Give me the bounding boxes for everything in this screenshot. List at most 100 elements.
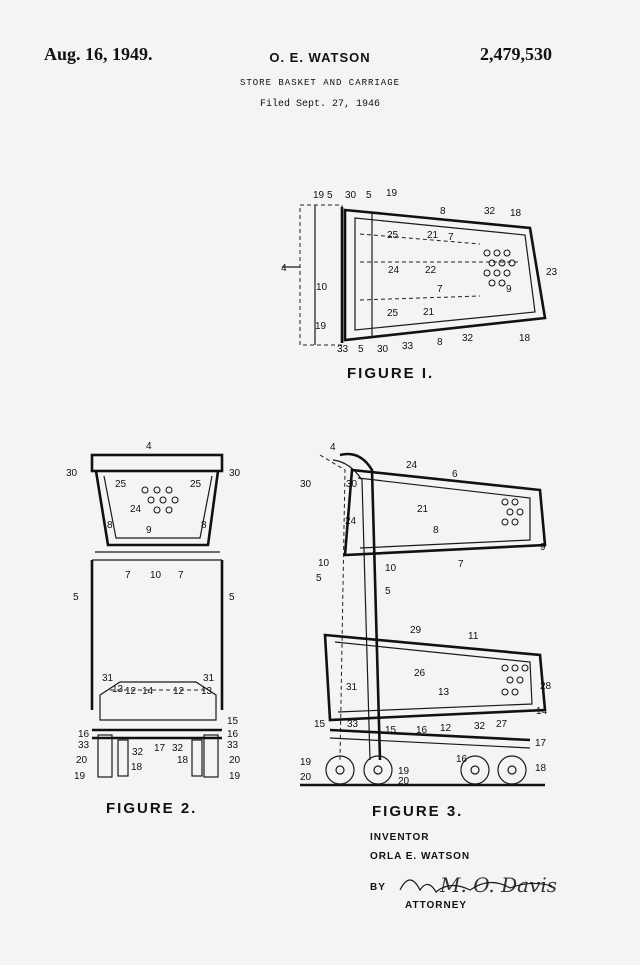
reference-numeral: 19 <box>386 188 398 199</box>
reference-numeral: 31 <box>102 673 114 684</box>
reference-numeral: 8 <box>201 520 207 531</box>
reference-numeral: 30 <box>66 468 78 479</box>
reference-numeral: 18 <box>535 763 547 774</box>
figure-3-caption: FIGURE 3. <box>372 803 464 820</box>
figure-2-caption: FIGURE 2. <box>106 800 198 817</box>
filed-date: Filed Sept. 27, 1946 <box>259 99 381 110</box>
reference-numeral: 14 <box>536 706 548 717</box>
attorney-label: ATTORNEY <box>405 900 468 911</box>
reference-numeral: 23 <box>546 267 558 278</box>
reference-numeral: 4 <box>330 442 336 453</box>
inventor-label: INVENTOR <box>370 832 430 843</box>
reference-numeral: 21 <box>423 307 435 318</box>
patent-title: STORE BASKET AND CARRIAGE <box>239 78 401 88</box>
reference-numeral: 7 <box>437 284 443 295</box>
reference-numeral: 20 <box>398 776 410 787</box>
reference-numeral: 8 <box>433 525 439 536</box>
patent-number: 2,479,530 <box>480 44 552 64</box>
reference-numeral: 19 <box>315 321 327 332</box>
reference-numeral: 27 <box>496 719 508 730</box>
reference-numeral: 5 <box>73 592 79 603</box>
reference-numeral: 29 <box>410 625 422 636</box>
reference-numeral: 13 <box>438 687 450 698</box>
reference-numeral: 33 <box>347 719 359 730</box>
patent-date: Aug. 16, 1949. <box>44 44 153 64</box>
reference-numeral: 12 <box>125 686 137 697</box>
reference-numeral: 7 <box>125 570 131 581</box>
reference-numeral: 15 <box>385 725 397 736</box>
reference-numeral: 18 <box>177 755 189 766</box>
figure-2-drawing <box>90 453 224 778</box>
reference-numeral: 32 <box>172 743 184 754</box>
reference-numeral: 31 <box>203 673 215 684</box>
reference-numeral: 13 <box>201 686 213 697</box>
figure-1-caption: FIGURE I. <box>347 365 435 382</box>
reference-numeral: 25 <box>115 479 127 490</box>
reference-numeral: 10 <box>316 282 328 293</box>
reference-numeral: 16 <box>456 754 468 765</box>
reference-numeral: 21 <box>427 230 439 241</box>
reference-numeral: 10 <box>385 563 397 574</box>
reference-numeral: 31 <box>346 682 358 693</box>
reference-numeral: 24 <box>388 265 400 276</box>
reference-numeral: 22 <box>425 265 437 276</box>
reference-numeral: 7 <box>178 570 184 581</box>
figure-1-numerals: 19 5 30 5 19 8 32 18 25 21 7 4 24 22 23 … <box>281 188 558 355</box>
reference-numeral: 8 <box>107 520 113 531</box>
reference-numeral: 19 <box>74 771 86 782</box>
reference-numeral: 20 <box>229 755 241 766</box>
by-label: BY <box>370 882 386 893</box>
reference-numeral: 15 <box>227 716 239 727</box>
reference-numeral: 7 <box>458 559 464 570</box>
reference-numeral: 18 <box>519 333 531 344</box>
reference-numeral: 9 <box>540 542 546 553</box>
reference-numeral: 11 <box>468 631 479 642</box>
reference-numeral: 30 <box>377 344 389 355</box>
reference-numeral: 5 <box>366 190 372 201</box>
reference-numeral: 7 <box>448 232 454 243</box>
reference-numeral: 6 <box>452 469 458 480</box>
reference-numeral: 4 <box>146 441 152 452</box>
reference-numeral: 4 <box>281 263 287 274</box>
reference-numeral: 30 <box>345 190 357 201</box>
fig3-wheels <box>325 755 527 785</box>
reference-numeral: 32 <box>474 721 486 732</box>
reference-numeral: 30 <box>346 479 358 490</box>
reference-numeral: 21 <box>417 504 429 515</box>
reference-numeral: 12 <box>440 723 452 734</box>
reference-numeral: 9 <box>146 525 152 536</box>
figure-2-numerals: 4 30 30 25 25 24 8 9 8 7 10 7 5 5 31 31 … <box>66 441 241 782</box>
reference-numeral: 33 <box>337 344 349 355</box>
reference-numeral: 15 <box>314 719 326 730</box>
figure-1-drawing <box>282 204 547 346</box>
reference-numeral: 20 <box>300 772 312 783</box>
reference-numeral: 33 <box>402 341 414 352</box>
reference-numeral: 24 <box>406 460 418 471</box>
reference-numeral: 19 <box>398 766 410 777</box>
reference-numeral: 12 <box>173 686 185 697</box>
figure-3-numerals: 4 24 6 30 30 21 8 9 24 10 7 10 5 5 29 11… <box>300 442 552 787</box>
figure-3-drawing <box>300 452 547 787</box>
reference-numeral: 30 <box>229 468 241 479</box>
reference-numeral: 33 <box>78 740 90 751</box>
reference-numeral: 24 <box>130 504 142 515</box>
reference-numeral: 5 <box>385 586 391 597</box>
reference-numeral: 25 <box>387 230 399 241</box>
reference-numeral: 17 <box>535 738 547 749</box>
reference-numeral: 13 <box>112 684 124 695</box>
fig1-perforation-holes <box>483 249 516 287</box>
reference-numeral: 26 <box>414 668 426 679</box>
reference-numeral: 24 <box>345 516 357 527</box>
reference-numeral: 19 <box>300 757 312 768</box>
reference-numeral: 25 <box>387 308 399 319</box>
inventor-short-name: O. E. WATSON <box>269 50 371 65</box>
reference-numeral: 5 <box>358 344 364 355</box>
reference-numeral: 16 <box>416 725 428 736</box>
reference-numeral: 30 <box>300 479 312 490</box>
reference-numeral: 19 <box>229 771 241 782</box>
reference-numeral: 8 <box>437 337 443 348</box>
reference-numeral: 18 <box>131 762 143 773</box>
reference-numeral: 20 <box>76 755 88 766</box>
